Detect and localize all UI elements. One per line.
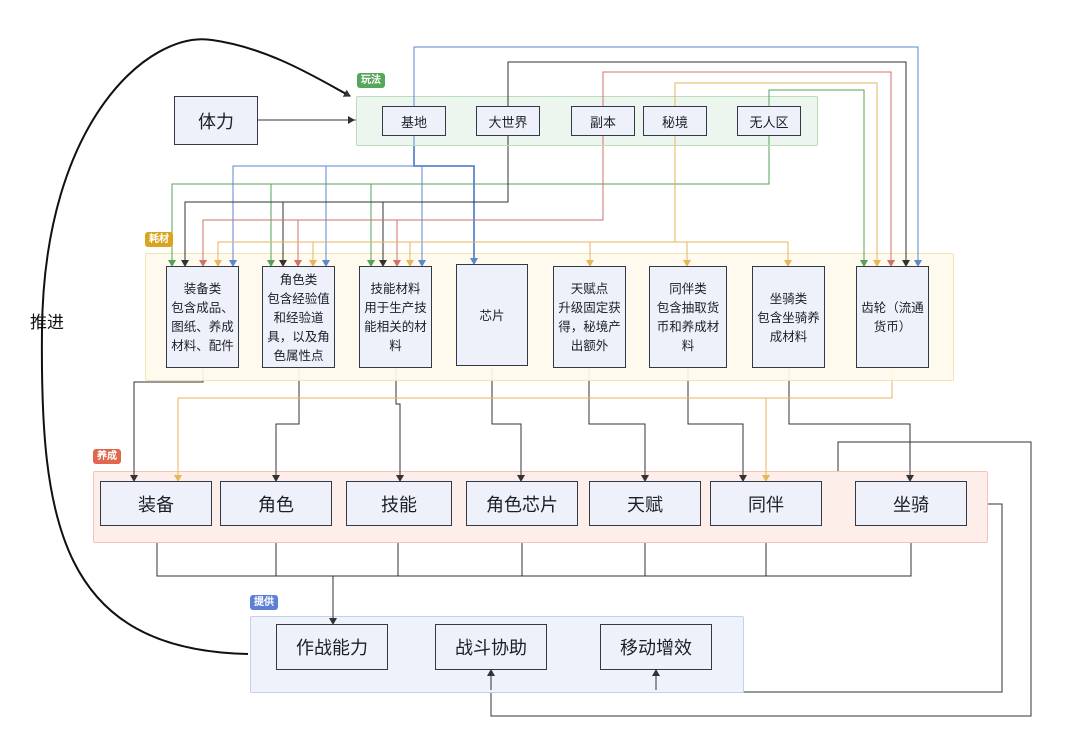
material-line: 料 <box>681 338 695 353</box>
material-line: 材料、配件 <box>171 338 234 353</box>
group-provide-tag: 提供 <box>250 595 278 610</box>
material-line: 色属性点 <box>273 347 324 363</box>
play-item-wasteland: 无人区 <box>737 106 801 136</box>
push-label: 推进 <box>30 313 64 333</box>
material-line: 包含抽取货 <box>656 300 720 315</box>
material-line: 包含成品、 <box>171 300 234 315</box>
material-chip: 芯片 <box>456 264 528 366</box>
develop-talent: 天赋 <box>589 481 701 526</box>
group-play-tag: 玩法 <box>357 73 385 88</box>
material-line: 用于生产技 <box>364 300 427 315</box>
material-line: 币和养成材 <box>656 319 720 334</box>
play-item-base: 基地 <box>382 106 446 136</box>
material-line: 成材料 <box>769 328 808 344</box>
material-line: 能相关的材 <box>364 319 427 334</box>
stamina-box: 体力 <box>174 96 258 145</box>
material-line: 图纸、养成 <box>171 319 234 334</box>
material-line: 技能材料 <box>370 281 421 296</box>
develop-companion: 同伴 <box>710 481 822 526</box>
material-line: 料 <box>389 338 402 353</box>
develop-character: 角色 <box>220 481 332 526</box>
play-item-secret: 秘境 <box>643 106 707 136</box>
material-line: 坐骑类 <box>769 290 808 306</box>
material-line: 装备类 <box>183 281 222 296</box>
material-mount: 坐骑类 包含坐骑养 成材料 <box>752 266 825 368</box>
material-line: 包含坐骑养 <box>757 309 820 325</box>
material-equipment: 装备类 包含成品、 图纸、养成 材料、配件 <box>166 266 239 368</box>
group-develop-tag: 养成 <box>93 449 121 464</box>
material-line: 出额外 <box>570 338 609 353</box>
develop-character-chip: 角色芯片 <box>466 481 578 526</box>
material-line: 得，秘境产 <box>558 319 621 334</box>
material-character: 角色类 包含经验值 和经验道 具，以及角 色属性点 <box>262 266 335 368</box>
provide-combat-power: 作战能力 <box>276 624 388 670</box>
provide-movement-boost: 移动增效 <box>600 624 712 670</box>
material-line: 天赋点 <box>570 281 609 296</box>
material-talent: 天赋点 升级固定获 得，秘境产 出额外 <box>553 266 626 368</box>
develop-skill: 技能 <box>346 481 452 526</box>
material-skill: 技能材料 用于生产技 能相关的材 料 <box>359 266 432 368</box>
material-line: 和经验道 <box>273 309 324 325</box>
material-line: 同伴类 <box>669 281 707 296</box>
material-line: 具，以及角 <box>267 328 330 344</box>
material-line: 齿轮（流通 <box>861 300 924 315</box>
play-item-world: 大世界 <box>476 106 540 136</box>
group-cost-tag: 耗材 <box>145 232 173 247</box>
push-curve <box>40 38 351 655</box>
play-item-dungeon: 副本 <box>571 106 635 136</box>
material-companion: 同伴类 包含抽取货 币和养成材 料 <box>649 266 727 368</box>
material-line: 角色类 <box>279 271 318 287</box>
provide-combat-assist: 战斗协助 <box>435 624 547 670</box>
material-line: 包含经验值 <box>267 290 330 306</box>
develop-mount: 坐骑 <box>855 481 967 526</box>
material-gear-currency: 齿轮（流通 货币） <box>856 266 929 368</box>
material-line: 货币） <box>873 319 912 334</box>
material-line: 芯片 <box>479 307 505 323</box>
develop-equipment: 装备 <box>100 481 212 526</box>
material-line: 升级固定获 <box>558 300 621 315</box>
